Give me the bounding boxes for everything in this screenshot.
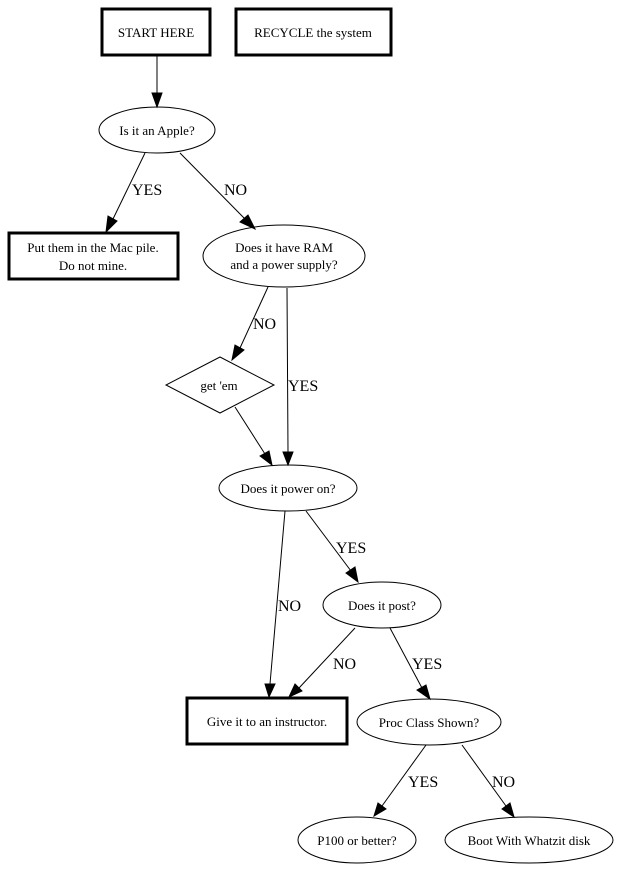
arrowhead-icon xyxy=(264,683,276,699)
edge-post-proc: YES xyxy=(389,627,442,701)
arrowhead-icon xyxy=(373,802,387,818)
arrowhead-icon xyxy=(345,566,359,584)
edge-power-post: YES xyxy=(305,510,366,584)
edge-ram-getem: NO xyxy=(231,286,276,362)
node-getem-label: get 'em xyxy=(200,378,237,393)
edge-label-yes: YES xyxy=(336,540,366,557)
edge-label-yes: YES xyxy=(288,378,318,395)
edge-post-instructor: NO xyxy=(287,627,356,699)
node-whatzit-label: Boot With Whatzit disk xyxy=(468,833,591,848)
arrowhead-icon xyxy=(239,214,257,231)
node-recycle-label: RECYCLE the system xyxy=(254,25,372,40)
edge-label-no: NO xyxy=(253,316,276,333)
node-recycle: RECYCLE the system xyxy=(234,7,393,57)
edge-proc-whatzit: NO xyxy=(461,744,515,819)
arrowhead-icon xyxy=(105,215,118,234)
node-p100-label: P100 or better? xyxy=(317,833,397,848)
edge-label-no: NO xyxy=(492,774,515,791)
edge-label-no: NO xyxy=(333,656,356,673)
edge-start-apple xyxy=(151,56,163,109)
node-apple: Is it an Apple? xyxy=(98,106,216,154)
node-apple-label: Is it an Apple? xyxy=(119,123,195,138)
node-start: START HERE xyxy=(100,7,212,57)
node-ram-label-2: and a power supply? xyxy=(230,257,337,272)
node-whatzit: Boot With Whatzit disk xyxy=(444,816,614,864)
node-proc-label: Proc Class Shown? xyxy=(379,715,480,730)
node-power: Does it power on? xyxy=(218,464,358,512)
node-proc: Proc Class Shown? xyxy=(356,698,502,746)
edge-getem-power xyxy=(234,406,273,467)
edge-label-yes: YES xyxy=(412,656,442,673)
arrowhead-icon xyxy=(231,344,245,362)
edge-label-yes: YES xyxy=(408,774,438,791)
node-start-label: START HERE xyxy=(118,25,194,40)
arrowhead-icon xyxy=(151,92,163,109)
node-getem: get 'em xyxy=(164,356,276,414)
node-macpile-label-1: Put them in the Mac pile. xyxy=(27,240,158,255)
edge-label-yes: YES xyxy=(132,182,162,199)
edge-power-instructor: NO xyxy=(264,510,301,699)
arrowhead-icon xyxy=(282,451,294,467)
edge-ram-power: YES xyxy=(282,287,318,467)
node-macpile: Put them in the Mac pile. Do not mine. xyxy=(7,231,180,281)
arrowhead-icon xyxy=(501,802,515,819)
node-power-label: Does it power on? xyxy=(241,481,336,496)
node-post: Does it post? xyxy=(322,581,442,629)
edge-label-no: NO xyxy=(224,182,247,199)
node-macpile-label-2: Do not mine. xyxy=(59,258,127,273)
node-ram-label-1: Does it have RAM xyxy=(235,240,333,255)
edge-proc-p100: YES xyxy=(373,744,438,818)
node-post-label: Does it post? xyxy=(348,598,416,613)
node-instructor: Give it to an instructor. xyxy=(185,696,349,746)
node-instructor-label: Give it to an instructor. xyxy=(207,714,327,729)
edge-apple-macpile: YES xyxy=(105,152,162,234)
arrowhead-icon xyxy=(259,450,273,467)
edge-label-no: NO xyxy=(278,598,301,615)
node-ram: Does it have RAM and a power supply? xyxy=(202,224,366,288)
node-p100: P100 or better? xyxy=(297,816,417,864)
arrowhead-icon xyxy=(416,684,431,701)
edge-apple-ram: NO xyxy=(179,152,257,231)
arrowhead-icon xyxy=(287,683,303,699)
